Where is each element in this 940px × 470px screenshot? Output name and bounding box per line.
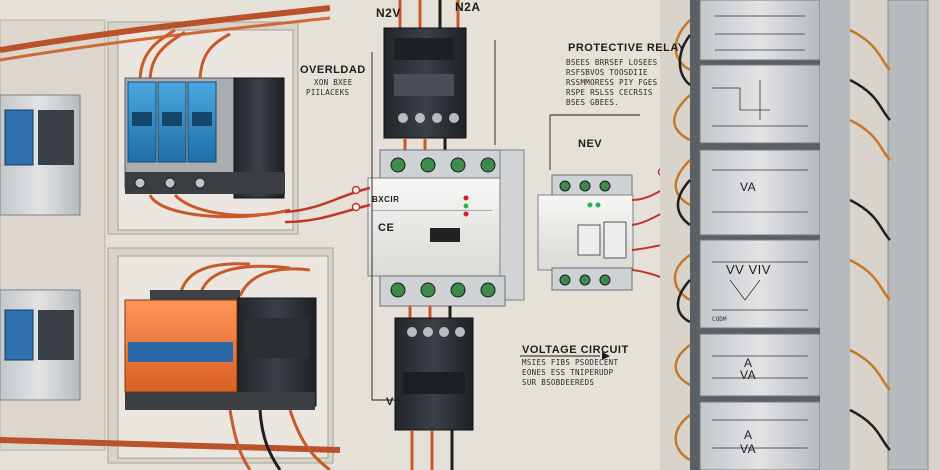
relay-note-1: BSEES BRRSEF LOSEES [566,58,658,67]
ce-mark: CE [378,222,395,234]
top-contactor [383,0,467,160]
a-label-2: A [744,428,753,442]
relay-note-4: RSPE RSLSS CECRSIS [566,88,653,97]
relay-note-3: RSSMMORESS PIY FGES [566,78,658,87]
a-label-1: A [744,356,753,370]
overload-note-1: XON BXEE [314,78,353,87]
relay-note-2: RSFSBVOS TOOSDIIE [566,68,648,77]
bottom-v-label: V [386,396,394,408]
overload-note-2: PIILACEKS [306,88,350,97]
top-left-code: N2V [376,6,401,20]
left-edge-breakers [0,94,81,401]
voltage-note-2: EONES ESS TNIPERUDP [522,368,614,377]
bottom-contactor [394,306,474,470]
va-label-1: VA [740,180,757,194]
voltage-circuit-title: VOLTAGE CIRCUIT [522,344,629,356]
voltage-note-3: SUR BSOBDEEREDS [522,378,595,387]
blue-breaker-bank [124,28,291,219]
right-panel-column [660,0,940,470]
overload-relay-brand: BXCIR [372,195,400,204]
leader-lines [371,40,640,401]
overload-relay [284,149,525,307]
nev-label: NEV [578,138,603,150]
protective-relay-title: PROTECTIVE RELAY [568,42,686,54]
relay-note-5: BSES GBEES. [566,98,619,107]
codm-label: CODM [712,316,727,323]
top-right-code: N2A [455,0,481,14]
overload-title: OVERLDAD [300,64,366,76]
va-label-3: VA [740,442,757,456]
va-label-2: VA [740,368,757,382]
protective-relay-module [537,167,701,305]
orange-breaker-bank [124,262,331,470]
vv-label: VV VIV [726,262,771,277]
voltage-note-1: MSIES FIBS PSODECENT [522,358,619,367]
